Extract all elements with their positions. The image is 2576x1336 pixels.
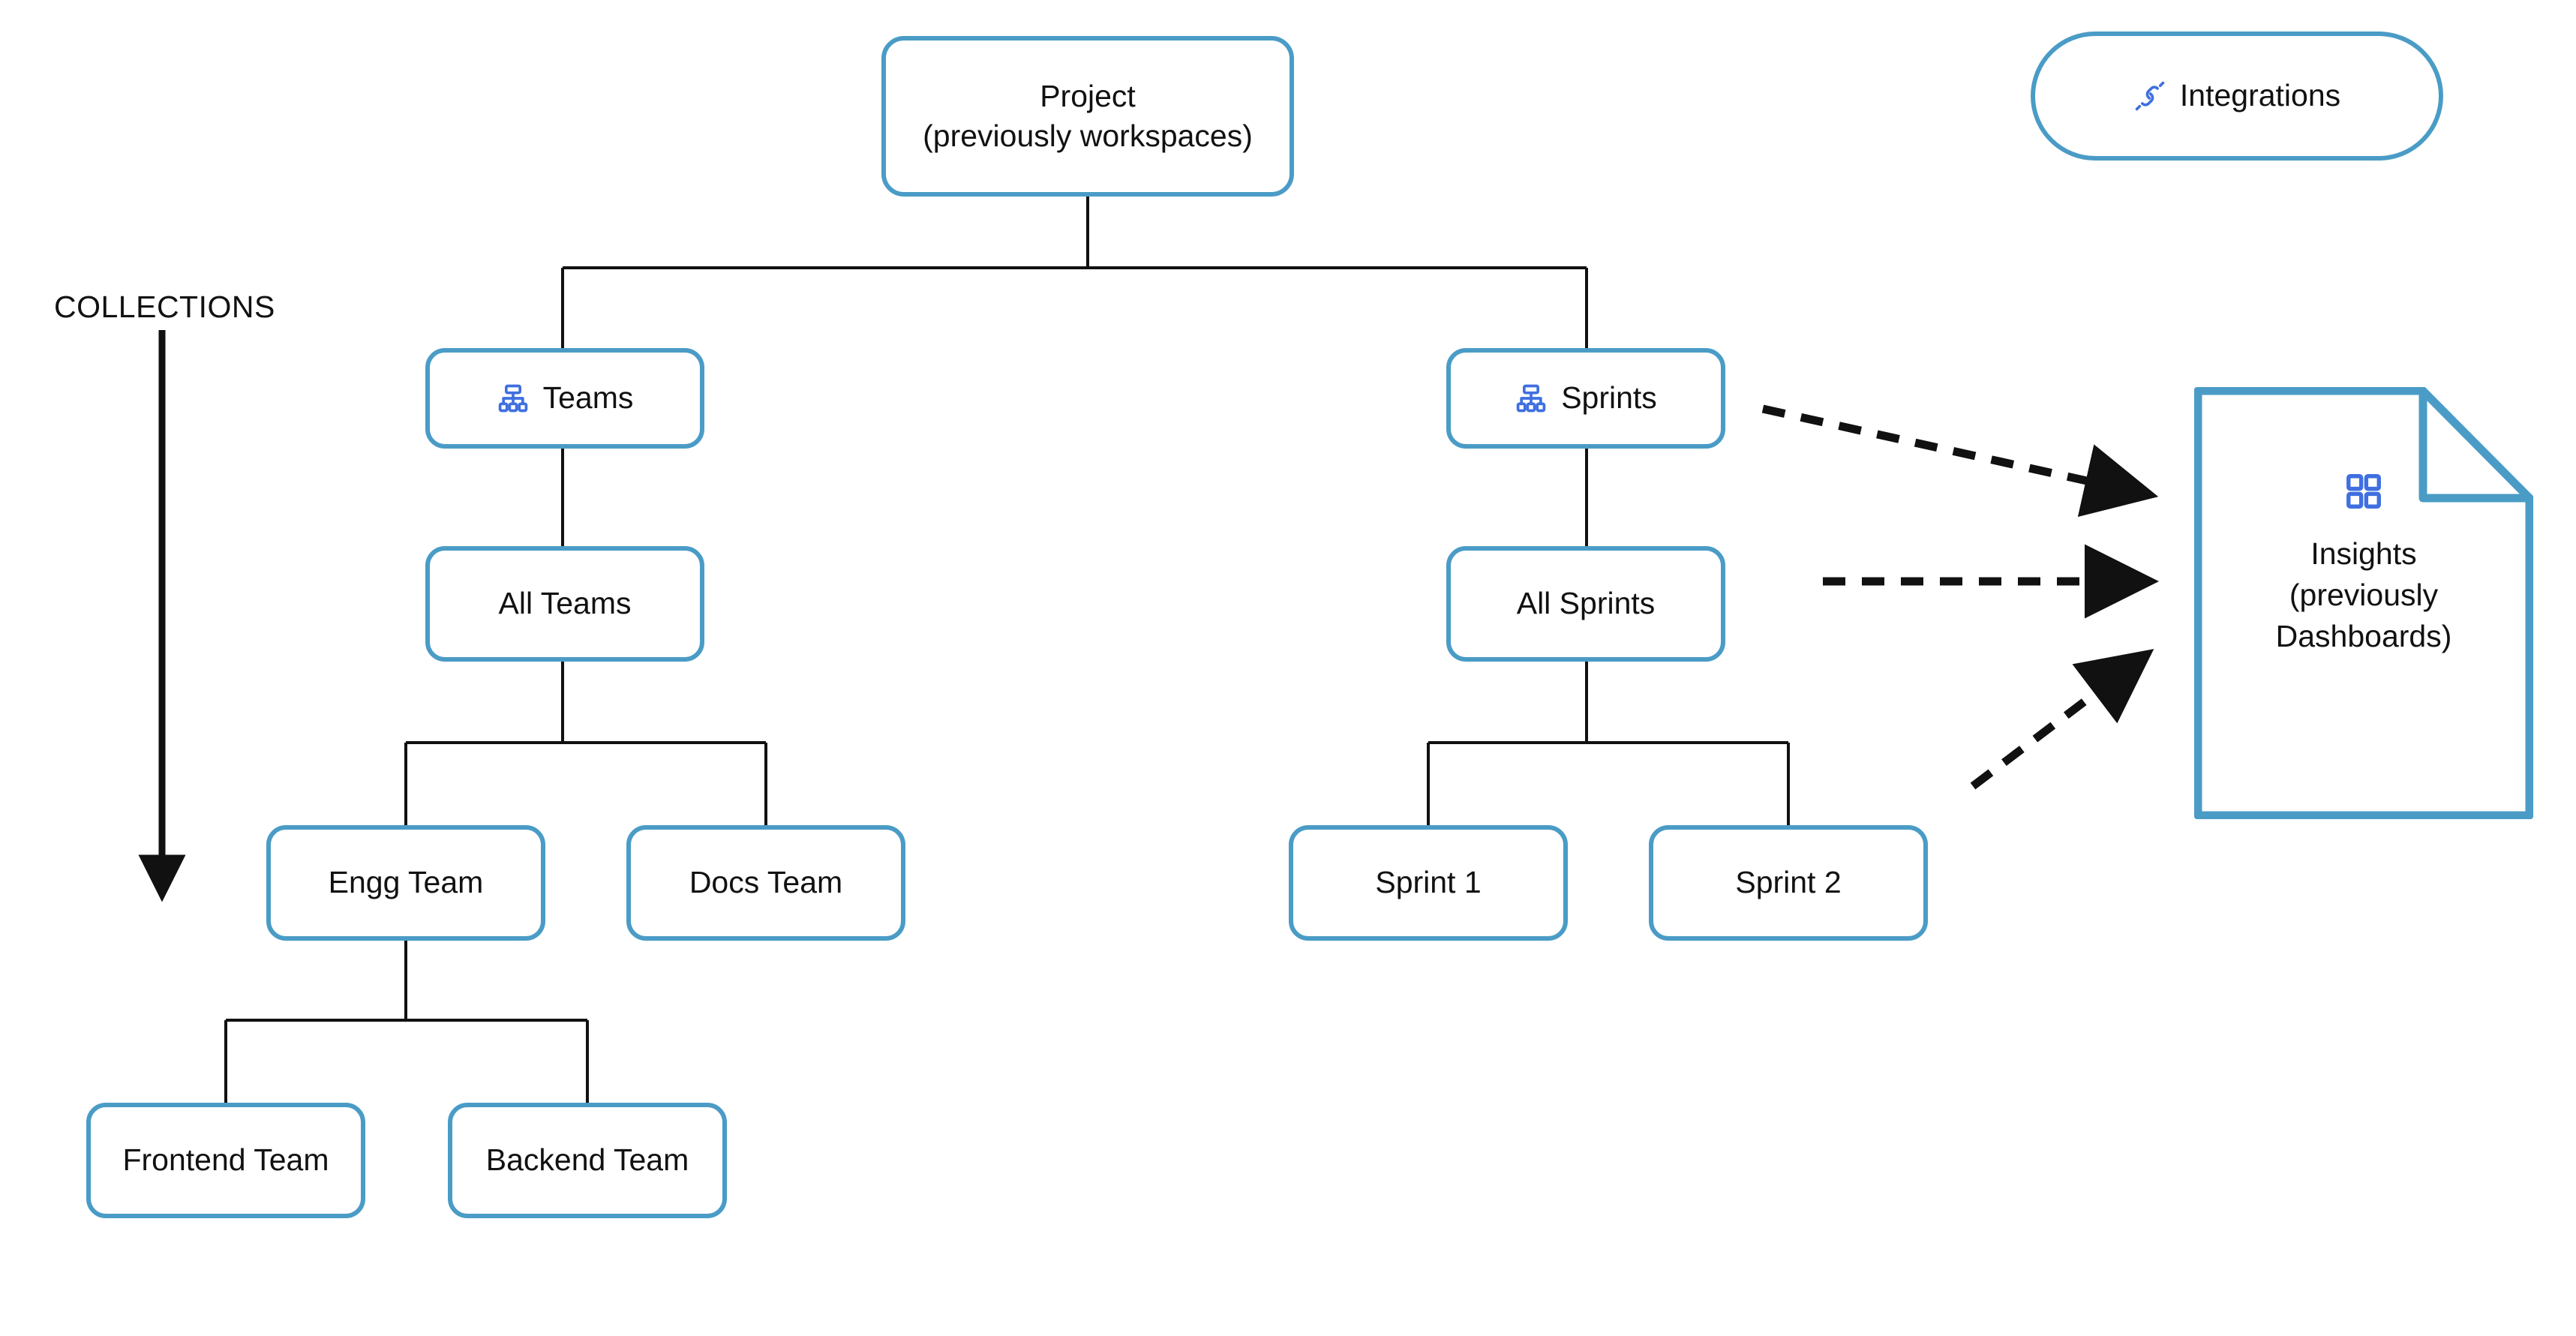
node-teams-label: Teams: [542, 380, 634, 416]
node-engg-team[interactable]: Engg Team: [266, 825, 545, 941]
node-insights[interactable]: Insights (previously Dashboards): [2194, 387, 2533, 819]
node-integrations-label: Integrations: [2179, 78, 2341, 113]
node-sprints-label: Sprints: [1561, 380, 1657, 416]
node-all-teams-label: All Teams: [498, 586, 632, 621]
node-sprint-1-label: Sprint 1: [1375, 865, 1482, 900]
arrow-sprints-to-insights: [1761, 404, 2159, 518]
node-frontend-team[interactable]: Frontend Team: [86, 1103, 365, 1218]
node-insights-label: Insights (previously Dashboards): [2275, 536, 2452, 653]
node-sprint-1[interactable]: Sprint 1: [1289, 825, 1568, 941]
node-backend-team-label: Backend Team: [485, 1142, 689, 1178]
document-shape-icon: [2194, 387, 2533, 819]
plug-connector-icon: [2133, 80, 2166, 113]
node-all-sprints-label: All Sprints: [1516, 586, 1656, 621]
node-engg-team-label: Engg Team: [328, 865, 484, 900]
node-frontend-team-label: Frontend Team: [122, 1142, 329, 1178]
arrow-sprintchildren-to-insights: [1970, 649, 2154, 790]
node-docs-team-label: Docs Team: [689, 865, 843, 900]
node-sprints[interactable]: Sprints: [1446, 348, 1725, 449]
node-integrations[interactable]: Integrations: [2031, 32, 2443, 161]
node-teams[interactable]: Teams: [425, 348, 704, 449]
node-sprint-2[interactable]: Sprint 2: [1649, 825, 1928, 941]
collections-label: COLLECTIONS: [54, 290, 275, 324]
node-all-teams[interactable]: All Teams: [425, 546, 704, 662]
node-project[interactable]: Project (previously workspaces): [881, 36, 1294, 197]
node-docs-team[interactable]: Docs Team: [626, 825, 905, 941]
hierarchy-icon: [1515, 382, 1548, 415]
grid-2x2-icon: [2343, 471, 2384, 515]
node-project-label: Project (previously workspaces): [923, 78, 1253, 153]
node-all-sprints[interactable]: All Sprints: [1446, 546, 1725, 662]
hierarchy-icon: [497, 382, 530, 415]
node-backend-team[interactable]: Backend Team: [448, 1103, 727, 1218]
node-sprint-2-label: Sprint 2: [1735, 865, 1842, 900]
